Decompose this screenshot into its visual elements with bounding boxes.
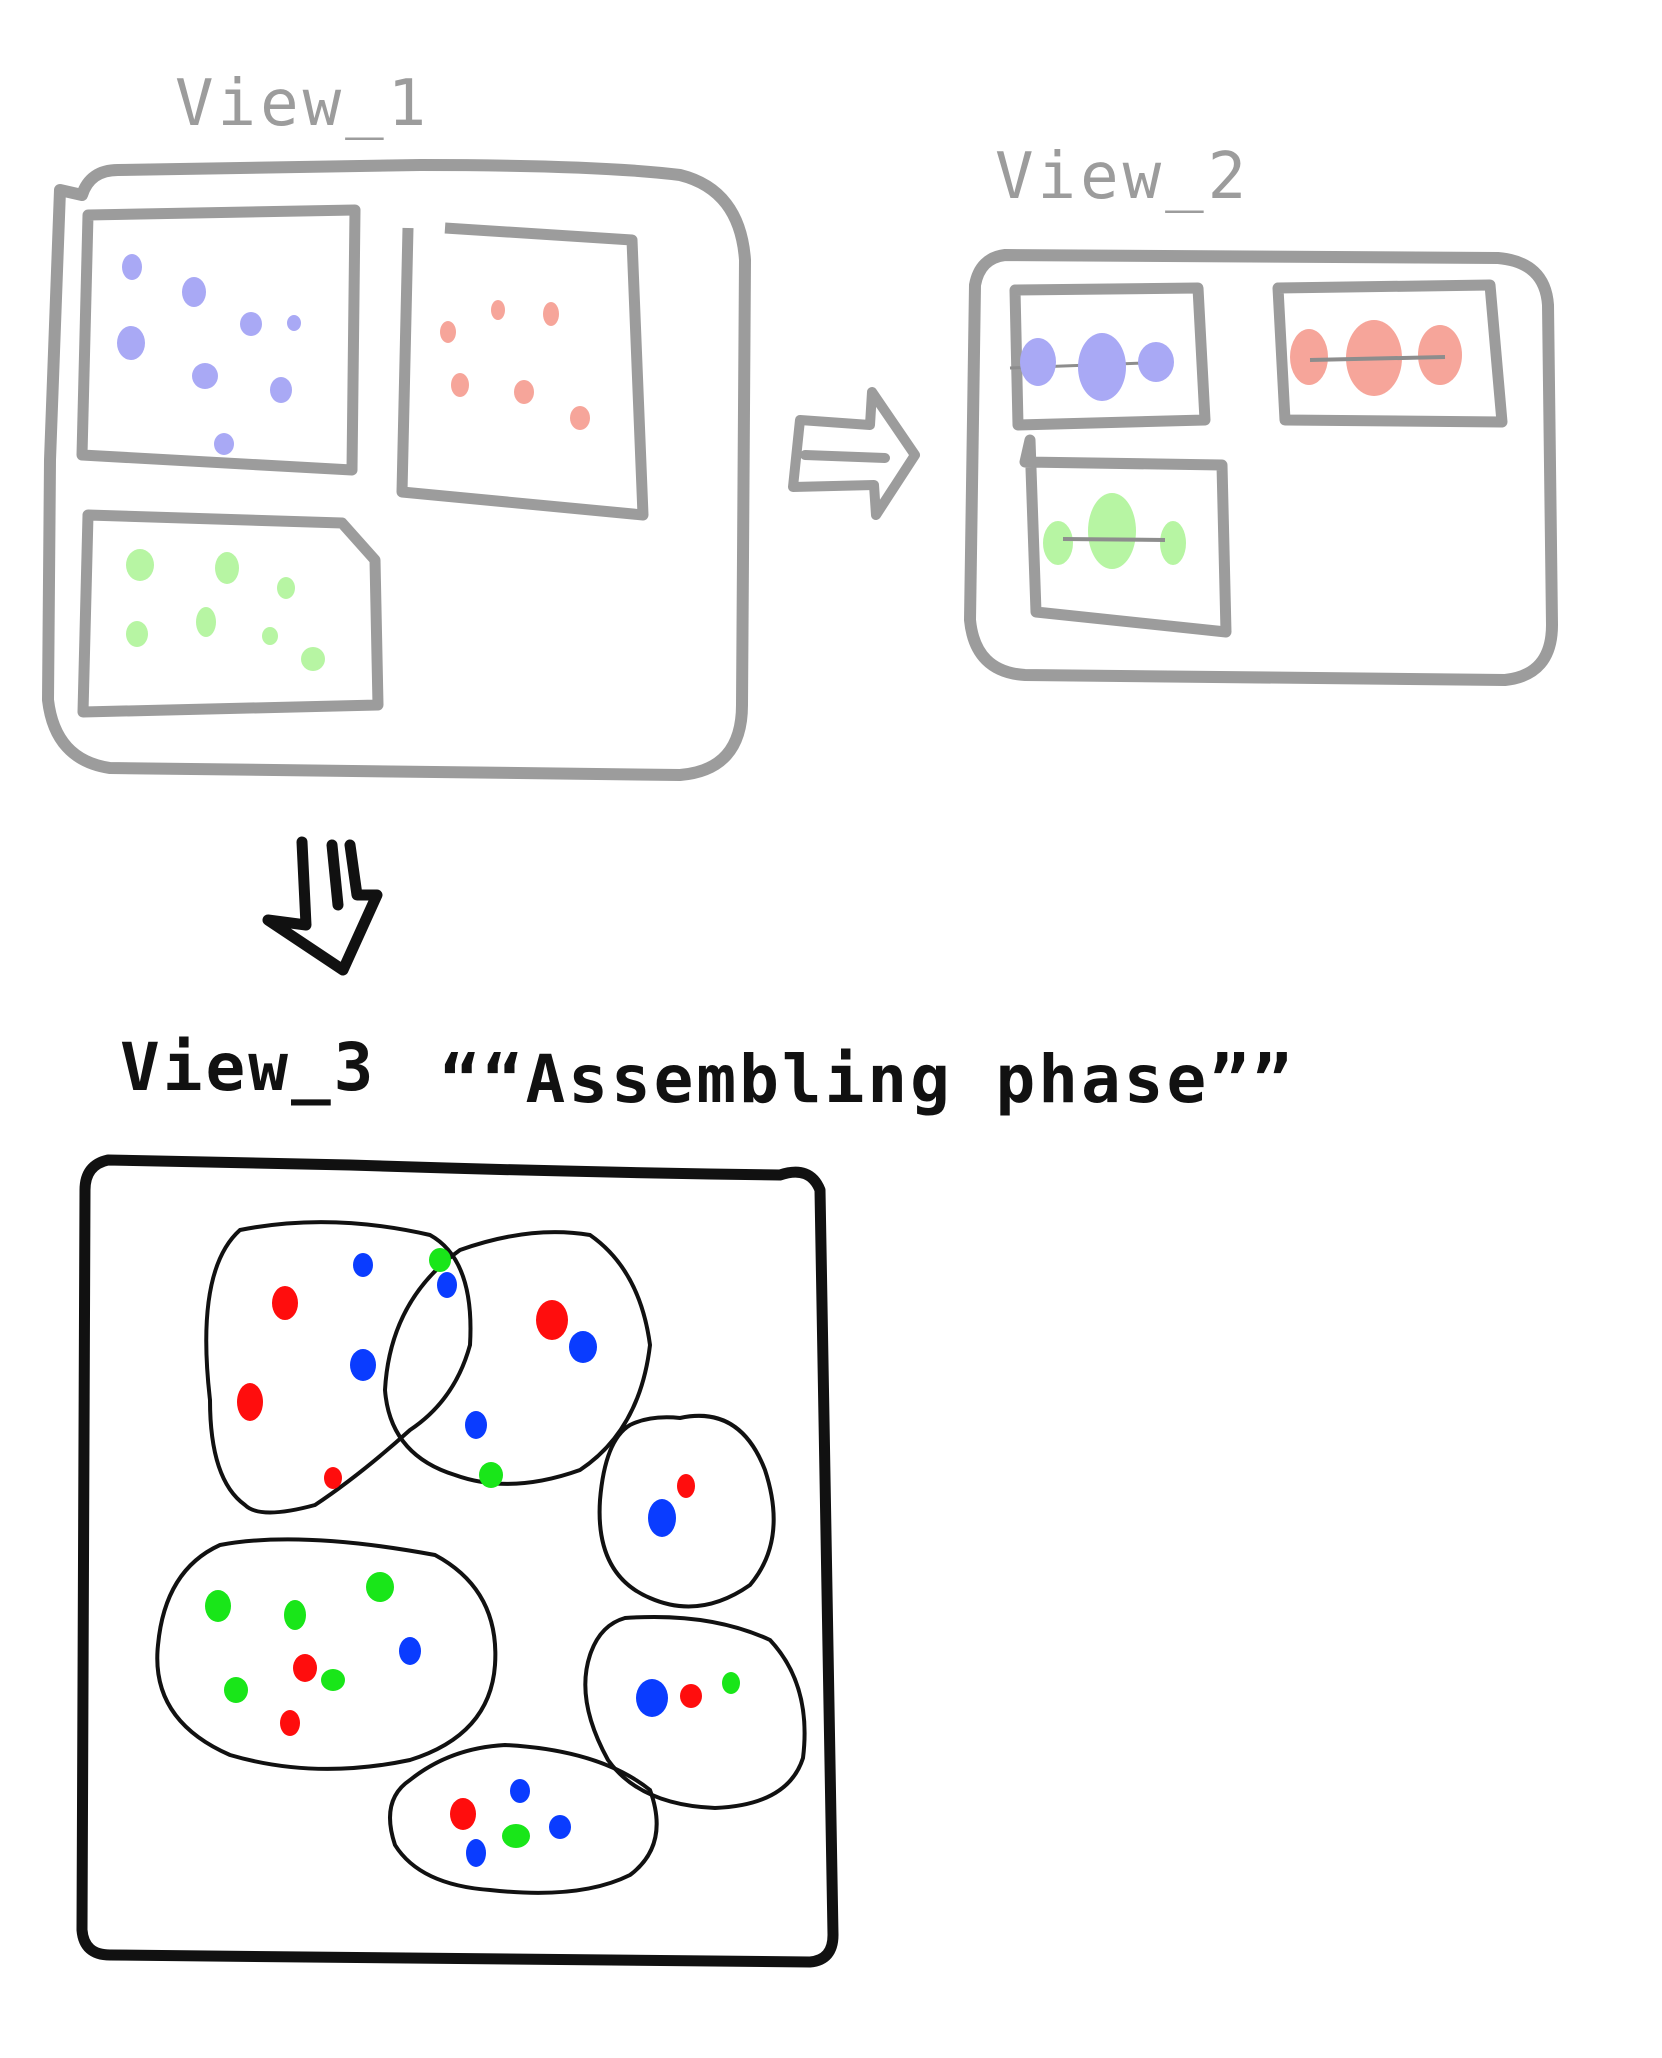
cluster-outline-1 <box>204 1220 473 1515</box>
view-1-label: View_1 <box>175 67 430 141</box>
view-2-green-cluster <box>1043 493 1186 569</box>
view-1-panel-blue <box>76 204 361 476</box>
view-2-red-cluster <box>1290 320 1462 396</box>
view-3-blue-dots <box>350 1253 676 1867</box>
view-2-frame <box>964 249 1558 686</box>
view-1-red-dots <box>440 300 590 430</box>
cluster-outline-6 <box>388 1742 659 1895</box>
view-1-blue-dots <box>117 254 301 455</box>
view-1-panel-green <box>77 509 384 718</box>
view-2-group: View_2 <box>964 140 1558 686</box>
view-1-frame <box>42 159 751 781</box>
view-1-green-dots <box>126 549 325 671</box>
view-2-label: View_2 <box>995 140 1250 214</box>
view-1-group: View_1 <box>42 67 751 781</box>
view-3-caption: ““Assembling phase”” <box>440 1041 1295 1118</box>
cluster-outline-2 <box>382 1230 653 1486</box>
cluster-outline-3 <box>597 1413 776 1609</box>
view-2-panel-blue <box>1009 282 1211 431</box>
view-1-panel-red <box>396 222 649 521</box>
cluster-outline-5 <box>583 1614 807 1811</box>
double-arrow-right-icon <box>788 387 920 520</box>
view-2-panel-green <box>1019 434 1232 638</box>
view-3-label: View_3 <box>120 1029 376 1106</box>
view-3-frame <box>76 1154 839 1968</box>
cluster-outline-4 <box>155 1537 498 1771</box>
view-3-red-dots <box>237 1286 702 1830</box>
view-2-panel-red <box>1272 279 1508 428</box>
view-2-blue-cluster <box>1009 333 1174 401</box>
view-3-green-dots <box>205 1248 740 1848</box>
double-arrow-down-icon <box>262 836 383 976</box>
view-3-cluster-outlines <box>155 1220 807 1895</box>
